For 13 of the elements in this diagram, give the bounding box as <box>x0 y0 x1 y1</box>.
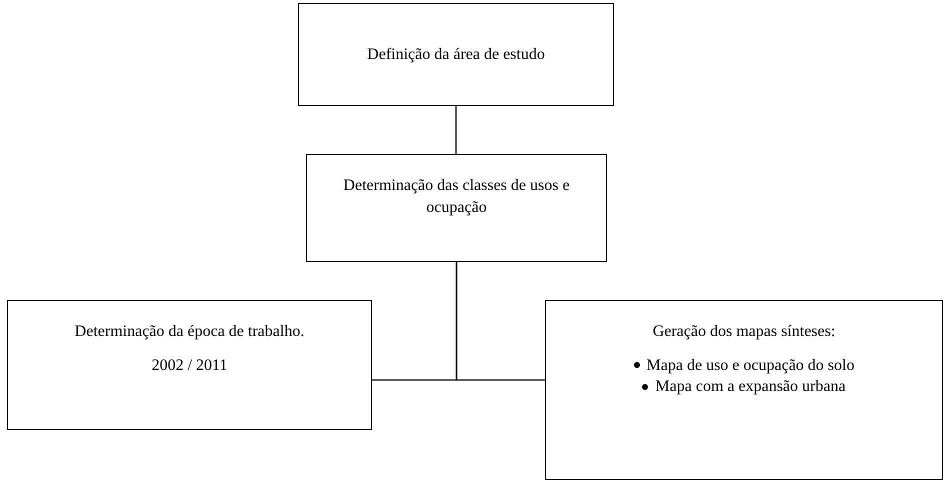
box-text: Determinação das classes de usos e ocupação <box>342 176 571 218</box>
box-text: Geração dos mapas sínteses: <box>652 322 836 342</box>
process-box <box>545 300 943 480</box>
list-item-text: Mapa de uso e ocupação do solo <box>646 356 854 376</box>
process-box <box>298 3 614 106</box>
list-item-text: Mapa com a expansão urbana <box>655 377 846 398</box>
box-heading: Determinação da época de trabalho. <box>74 322 304 342</box>
connector-line <box>455 106 457 154</box>
connector-line <box>456 262 545 381</box>
box-text: Definição da área de estudo <box>367 44 545 65</box>
box-subtext: 2002 / 2011 <box>152 356 228 376</box>
process-box <box>306 154 607 262</box>
process-box <box>7 300 372 430</box>
